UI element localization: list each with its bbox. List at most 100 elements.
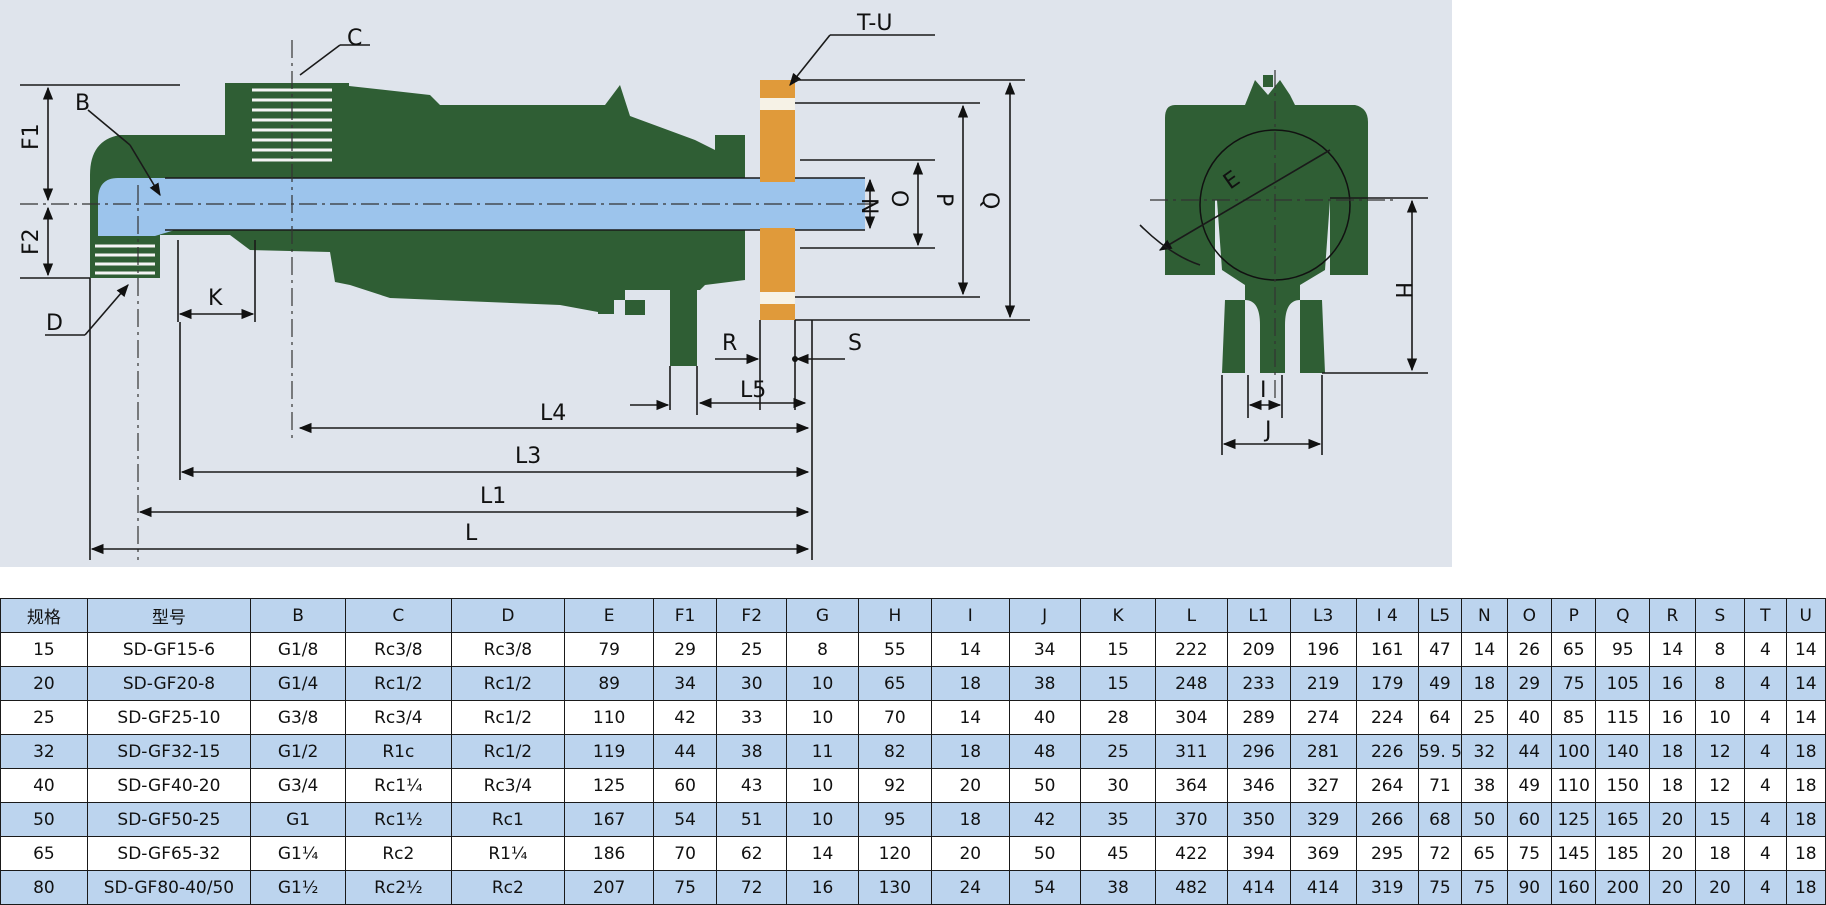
table-cell: 219 <box>1289 666 1357 701</box>
table-cell: 248 <box>1155 666 1228 701</box>
table-cell: 14 <box>1785 700 1826 735</box>
table-cell: 79 <box>564 632 655 667</box>
table-cell: 8 <box>1694 632 1746 667</box>
table-cell: 224 <box>1355 700 1419 735</box>
table-cell: Rc1½ <box>345 802 452 837</box>
label-c: C <box>347 26 362 51</box>
table-cell: 68 <box>1417 802 1463 837</box>
table-cell: 482 <box>1155 870 1228 905</box>
column-header: J <box>1008 598 1081 633</box>
table-cell: 10 <box>1694 700 1746 735</box>
table-cell: 209 <box>1226 632 1291 667</box>
table-cell: Rc3/8 <box>345 632 452 667</box>
table-cell: 75 <box>1417 870 1463 905</box>
table-cell: 346 <box>1226 768 1291 803</box>
label-f2: F2 <box>19 228 44 255</box>
table-cell: 75 <box>1550 666 1597 701</box>
table-cell: 311 <box>1155 734 1228 769</box>
table-cell: 72 <box>716 870 788 905</box>
table-cell: 65 <box>1550 632 1597 667</box>
table-cell: 329 <box>1289 802 1357 837</box>
table-cell: 18 <box>1785 870 1826 905</box>
table-cell: 72 <box>1417 836 1463 871</box>
table-cell: 20 <box>1649 802 1696 837</box>
table-cell: 44 <box>1506 734 1552 769</box>
table-cell: 110 <box>1550 768 1597 803</box>
table-cell: G1½ <box>250 870 347 905</box>
label-r: R <box>722 331 737 356</box>
table-cell: 161 <box>1355 632 1419 667</box>
table-cell: 45 <box>1079 836 1157 871</box>
table-cell: 24 <box>931 870 1010 905</box>
table-cell: G1/2 <box>250 734 347 769</box>
table-cell: 18 <box>1785 734 1826 769</box>
table-cell: 8 <box>1694 666 1746 701</box>
table-cell: 18 <box>1785 802 1826 837</box>
table-cell: 296 <box>1226 734 1291 769</box>
drawing-background <box>0 0 1452 567</box>
table-cell: 18 <box>1649 768 1696 803</box>
column-header: Q <box>1595 598 1651 633</box>
table-cell: 18 <box>1694 836 1746 871</box>
table-cell: 51 <box>716 802 788 837</box>
table-cell: 264 <box>1355 768 1419 803</box>
table-cell: 64 <box>1417 700 1463 735</box>
table-cell: 150 <box>1595 768 1651 803</box>
table-cell: 200 <box>1595 870 1651 905</box>
table-cell: 4 <box>1744 870 1787 905</box>
column-header: L3 <box>1289 598 1357 633</box>
table-cell: 10 <box>786 700 859 735</box>
table-cell: 33 <box>716 700 788 735</box>
table-cell: 281 <box>1289 734 1357 769</box>
table-cell: 4 <box>1744 734 1787 769</box>
table-cell: 30 <box>716 666 788 701</box>
label-i: I <box>1260 378 1267 403</box>
table-cell: R1c <box>345 734 452 769</box>
table-cell: 12 <box>1694 768 1746 803</box>
table-cell: 167 <box>564 802 655 837</box>
table-cell: 100 <box>1550 734 1597 769</box>
column-header: T <box>1744 598 1787 633</box>
table-cell: 75 <box>1506 836 1552 871</box>
table-cell: 370 <box>1155 802 1228 837</box>
table-cell: 15 <box>0 632 88 667</box>
table-cell: 43 <box>716 768 788 803</box>
table-cell: 196 <box>1289 632 1357 667</box>
table-cell: 110 <box>564 700 655 735</box>
label-p: P <box>931 193 956 206</box>
table-cell: 18 <box>1649 734 1696 769</box>
column-header: H <box>857 598 933 633</box>
table-cell: 14 <box>1785 632 1826 667</box>
table-cell: 274 <box>1289 700 1357 735</box>
table-cell: 125 <box>1550 802 1597 837</box>
table-cell: 89 <box>564 666 655 701</box>
table-cell: 44 <box>653 734 718 769</box>
label-q: Q <box>977 192 1002 209</box>
label-tu: T-U <box>856 11 892 36</box>
label-s: S <box>848 331 862 356</box>
table-cell: 160 <box>1550 870 1597 905</box>
table-cell: 18 <box>1785 836 1826 871</box>
table-cell: SD-GF32-15 <box>86 734 252 769</box>
table-cell: 14 <box>1649 632 1696 667</box>
table-cell: 15 <box>1694 802 1746 837</box>
column-header: U <box>1785 598 1826 633</box>
table-cell: Rc1/2 <box>450 666 566 701</box>
table-cell: 4 <box>1744 836 1787 871</box>
table-cell: 14 <box>1461 632 1508 667</box>
table-cell: 15 <box>1079 666 1157 701</box>
table-cell: 119 <box>564 734 655 769</box>
table-cell: G3/4 <box>250 768 347 803</box>
table-cell: 327 <box>1289 768 1357 803</box>
table-cell: 233 <box>1226 666 1291 701</box>
table-cell: SD-GF65-32 <box>86 836 252 871</box>
table-cell: 26 <box>1506 632 1552 667</box>
table-cell: 120 <box>857 836 933 871</box>
table-cell: 15 <box>1079 632 1157 667</box>
table-cell: 42 <box>653 700 718 735</box>
